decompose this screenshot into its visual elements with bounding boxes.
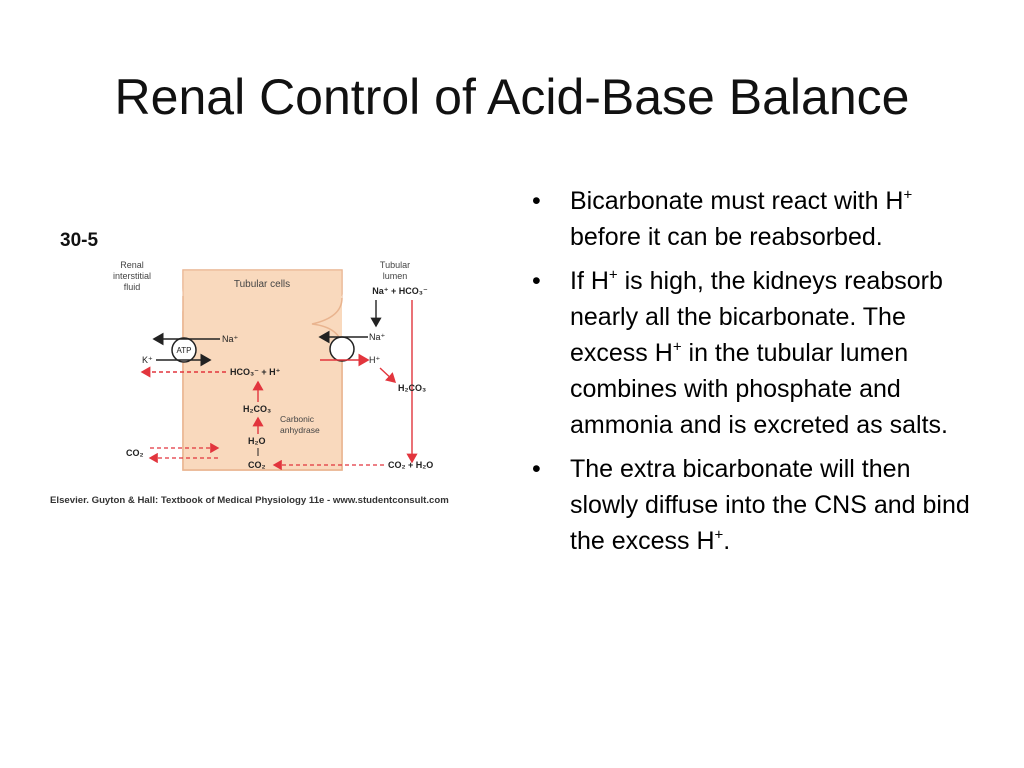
tubular-cells-label: Tubular cells [234, 279, 290, 290]
bullet-text: before it can be reabsorbed. [570, 223, 883, 251]
co2-h2o-label: CO₂ + H₂O [388, 460, 433, 470]
carbonic-label-2: anhydrase [280, 425, 320, 435]
h-to-h2co3-arrow [379, 367, 397, 383]
figure-credit: Elsevier. Guyton & Hall: Textbook of Med… [50, 495, 449, 506]
atp-label: ATP [177, 346, 192, 355]
renal-interstitial-label-1: Renal [120, 260, 144, 270]
figure-number: 30-5 [60, 230, 98, 251]
bullet-item-2: • If H+ is high, the kidneys reabsorb ne… [528, 263, 978, 443]
renal-acid-base-figure: 30-5 Renal interstitial fluid Tubular ce… [50, 222, 512, 512]
tubular-cells-header [182, 269, 343, 299]
renal-interstitial-label-3: fluid [124, 282, 141, 292]
tubular-lumen-label-2: lumen [383, 271, 408, 281]
superscript: + [714, 526, 724, 544]
k-left-label: K⁺ [142, 355, 153, 365]
h2co3-cell-label: H₂CO₃ [243, 404, 271, 414]
h2o-cell-label: H₂O [248, 436, 266, 446]
superscript: + [672, 338, 682, 356]
bullet-text: . [723, 527, 731, 555]
carbonic-label-1: Carbonic [280, 414, 315, 424]
bullet-item-3: • The extra bicarbonate will then slowly… [528, 451, 978, 559]
renal-interstitial-label-2: interstitial [113, 271, 151, 281]
bullet-glyph: • [532, 455, 541, 483]
lumen-na-hco3-label: Na⁺ + HCO₃⁻ [372, 286, 428, 296]
bullet-item-1: • Bicarbonate must react with H+ before … [528, 183, 978, 255]
bullet-text: is high, the kidneys reabsorb nearly all… [570, 267, 943, 367]
na-h-exchanger-circle [329, 336, 355, 362]
hco3-h-label: HCO₃⁻ + H⁺ [230, 367, 281, 377]
h2co3-lumen-label: H₂CO₃ [398, 383, 426, 393]
bullet-text: Bicarbonate must react with H [570, 187, 904, 215]
superscript: + [608, 266, 618, 284]
na-right-label: Na⁺ [369, 332, 386, 342]
na-left-label: Na⁺ [222, 334, 239, 344]
bullet-list: • Bicarbonate must react with H+ before … [528, 183, 978, 567]
atp-pump-circle [171, 337, 197, 363]
h-right-label: H⁺ [369, 355, 380, 365]
bullet-glyph: • [532, 267, 541, 295]
tubular-lumen-label-1: Tubular [380, 260, 410, 270]
bullet-text: The extra bicarbonate will then slowly d… [570, 455, 970, 555]
slide-title: Renal Control of Acid-Base Balance [114, 69, 910, 125]
co2-left-label: CO₂ [126, 448, 144, 458]
bullet-text: If H [570, 267, 609, 295]
bullet-glyph: • [532, 187, 541, 215]
superscript: + [903, 186, 913, 204]
bullet-text: in the tubular lumen combines with phosp… [570, 339, 948, 439]
co2-cell-label: CO₂ [248, 460, 266, 470]
